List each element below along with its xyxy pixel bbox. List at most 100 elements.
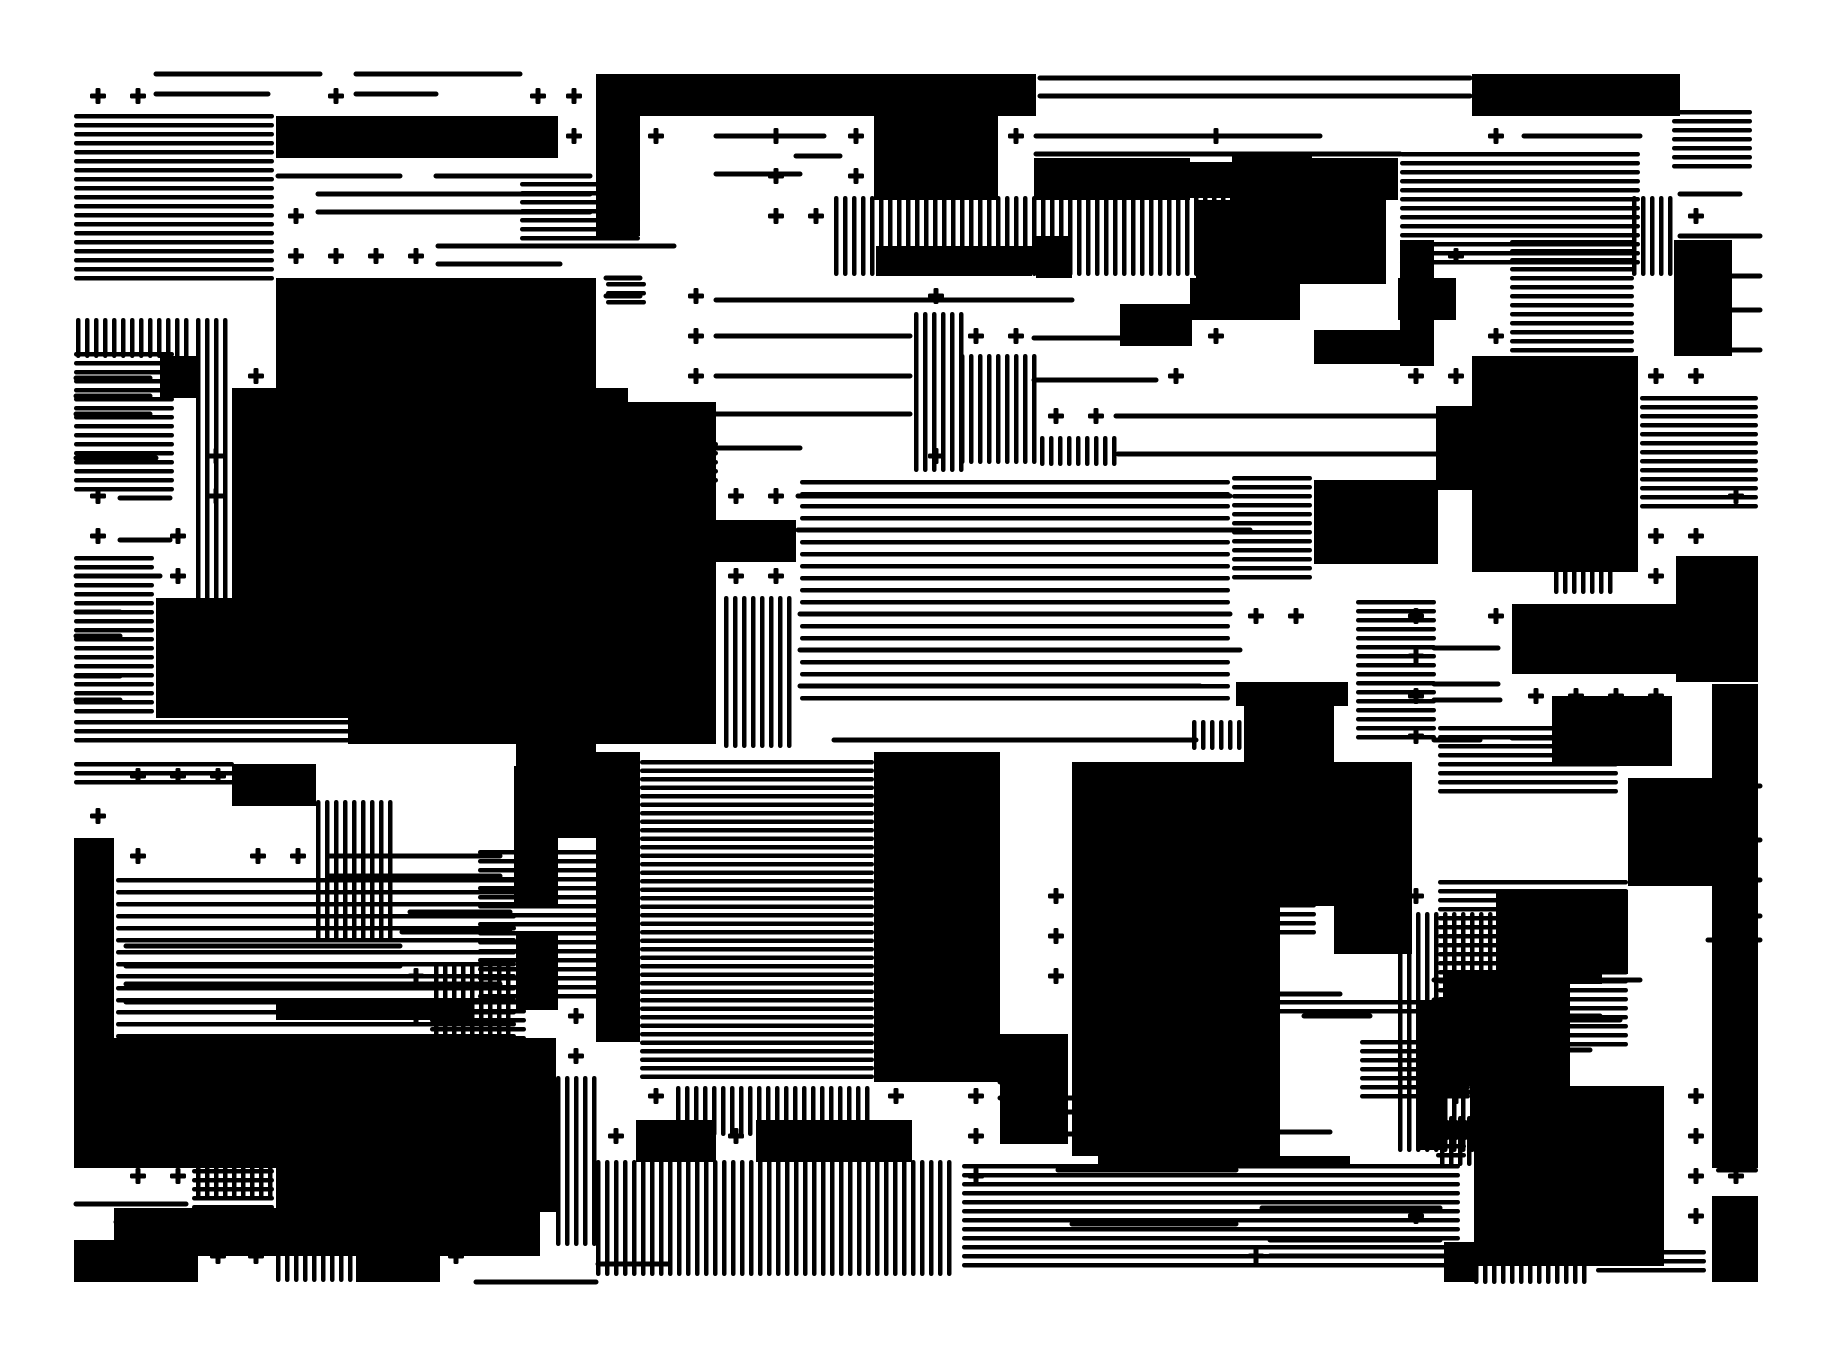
stripe-line [640, 1074, 874, 1079]
stripe-line [1232, 566, 1312, 571]
plus-icon [135, 1168, 141, 1184]
stripe-line [1400, 215, 1640, 220]
plus-icon [571, 88, 577, 104]
stripe-line [74, 592, 154, 597]
stripe-line [803, 1160, 808, 1276]
stripe-line [74, 780, 234, 785]
plus-icon [1013, 128, 1019, 144]
plus-icon [95, 488, 101, 504]
stripe-line [1400, 233, 1640, 238]
stripe-line [1672, 137, 1752, 142]
plus-icon [571, 128, 577, 144]
stripe-line [1356, 681, 1436, 686]
plus-icon [1373, 888, 1379, 904]
stripe-line [1510, 348, 1634, 353]
plus-icon [533, 848, 539, 864]
stripe-line [834, 196, 839, 276]
plus-icon [95, 808, 101, 824]
stripe-line [196, 1164, 201, 1200]
plus-icon [575, 768, 581, 784]
stripe-line [74, 460, 174, 465]
stripe-line [1510, 276, 1634, 281]
stripe-line [757, 1086, 762, 1136]
plus-icon [1053, 968, 1059, 984]
stripe-line [506, 962, 511, 1036]
stripe-line [987, 196, 992, 276]
stripe-line [74, 222, 274, 227]
stripe-line [1058, 436, 1063, 466]
stripe-line [1722, 1057, 1758, 1062]
stripe-line [731, 1160, 736, 1276]
stripe-line [640, 1015, 874, 1020]
plus-icon [1053, 408, 1059, 424]
stripe-line [232, 1164, 237, 1200]
stripe-line [640, 981, 874, 986]
stripe-line [1640, 450, 1758, 455]
stripe-line [1492, 1244, 1497, 1284]
stripe-line [596, 1160, 601, 1276]
stripe-line [1510, 249, 1634, 254]
stripe-line [1236, 912, 1316, 917]
stripe-line [1210, 720, 1215, 750]
stripe-line [74, 565, 154, 570]
stripe-line [1716, 1123, 1758, 1128]
stripe-line [640, 853, 874, 858]
stripe-line [1438, 934, 1628, 939]
stripe-line [74, 132, 274, 137]
stripe-line [205, 1164, 210, 1200]
plus-icon [853, 168, 859, 184]
stripe-line [987, 354, 992, 464]
stripe-line [592, 1076, 597, 1246]
stripe-line [1067, 436, 1072, 466]
stripe-line [1640, 486, 1758, 491]
stripe-line [751, 596, 756, 748]
stripe-line [766, 1086, 771, 1136]
solid-block [1310, 780, 1336, 896]
stripe-line [724, 596, 729, 748]
solid-block [1712, 1196, 1758, 1282]
stripe-line [915, 196, 920, 276]
stripe-line [74, 583, 154, 588]
stripe-line [459, 642, 464, 712]
stripe-line [74, 487, 174, 492]
stripe-line [640, 777, 874, 782]
solid-block [74, 1038, 556, 1168]
stripe-line [640, 896, 874, 901]
stripe-line [1438, 970, 1628, 975]
stripe-line [1436, 1120, 1441, 1140]
plus-icon [1173, 368, 1179, 384]
plus-icon [1613, 688, 1619, 704]
plus-icon [413, 1008, 419, 1024]
stripe-line [1232, 521, 1312, 526]
plus-icon [213, 448, 219, 464]
stripe-line [1519, 1244, 1524, 1284]
plus-icon [1413, 888, 1419, 904]
plus-icon [253, 368, 259, 384]
plus-icon [1093, 408, 1099, 424]
plus-icon [733, 488, 739, 504]
stripe-line [951, 196, 956, 276]
stripe-line [1356, 663, 1436, 668]
stripe-line [829, 1086, 834, 1136]
stripe-line [343, 800, 348, 940]
stripe-line [1400, 197, 1640, 202]
plus-icon [1693, 208, 1699, 224]
stripe-line [1582, 1244, 1587, 1284]
stripe-line [932, 312, 937, 472]
stripe-line [793, 1086, 798, 1136]
stripe-line [1483, 1244, 1488, 1284]
stripe-line [712, 1086, 717, 1136]
stripe-line [76, 318, 81, 358]
stripe-line [74, 478, 174, 483]
stripe-line [116, 1034, 516, 1039]
stripe-line [1668, 196, 1673, 276]
stripe-line [1400, 152, 1640, 157]
stripe-line [1246, 720, 1251, 750]
stripe-line [1140, 196, 1145, 276]
stripe-line [1443, 912, 1448, 1152]
stripe-line [1608, 560, 1613, 594]
stripe-line [361, 800, 366, 940]
stripe-line [1356, 672, 1436, 677]
solid-block [1196, 200, 1386, 284]
stripe-line [478, 949, 598, 954]
